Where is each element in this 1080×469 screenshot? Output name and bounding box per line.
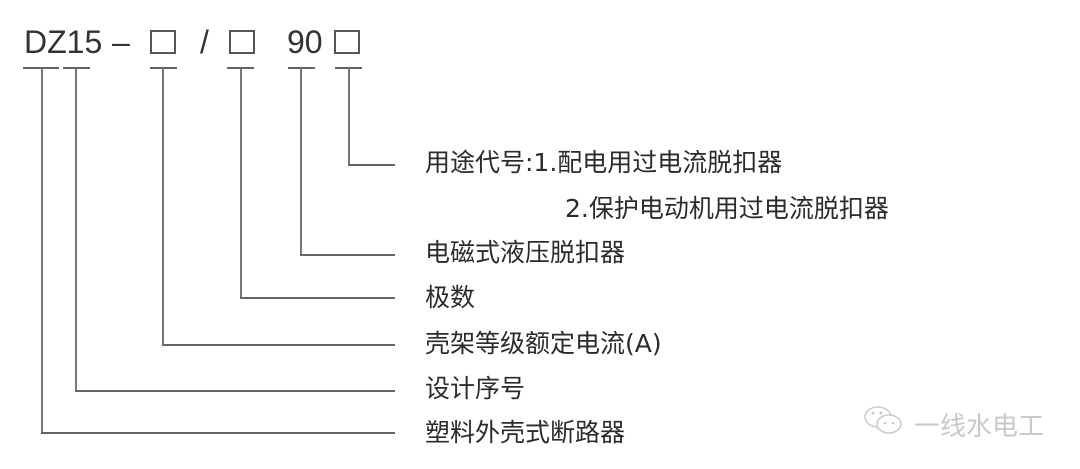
leader-poles-v: [240, 68, 242, 298]
wechat-icon: [862, 404, 906, 445]
leader-frame-v: [162, 68, 164, 345]
label-poles: 极数: [425, 283, 476, 312]
label-type: 塑料外壳式断路器: [425, 418, 626, 447]
label-frame-current: 壳架等级额定电流(A): [425, 329, 662, 358]
watermark: 一线水电工: [862, 404, 1044, 445]
label-usage-2: 2.保护电动机用过电流脱扣器: [565, 194, 889, 223]
leader-usage-h: [348, 164, 395, 166]
label-trip: 电磁式液压脱扣器: [425, 238, 626, 267]
box-poles: [229, 30, 255, 54]
code-slash: /: [200, 24, 209, 60]
leader-trip-v: [300, 68, 302, 255]
leader-poles-h: [240, 297, 395, 299]
code-prefix: DZ15: [24, 24, 103, 60]
code-ninety: 90: [287, 24, 323, 60]
leader-frame-h: [162, 344, 395, 346]
leader-usage-v: [348, 68, 350, 165]
watermark-text: 一线水电工: [914, 412, 1045, 442]
leader-design-v: [75, 68, 77, 391]
box-usage: [334, 30, 360, 54]
leader-trip-h: [300, 254, 395, 256]
label-design: 设计序号: [425, 374, 526, 403]
label-usage: 用途代号:1.配电用过电流脱扣器: [425, 148, 783, 177]
leader-design-h: [75, 390, 395, 392]
leader-type-h: [41, 432, 395, 434]
box-frame-current: [150, 30, 176, 54]
leader-type-v: [41, 68, 43, 433]
code-dash: –: [112, 24, 130, 60]
